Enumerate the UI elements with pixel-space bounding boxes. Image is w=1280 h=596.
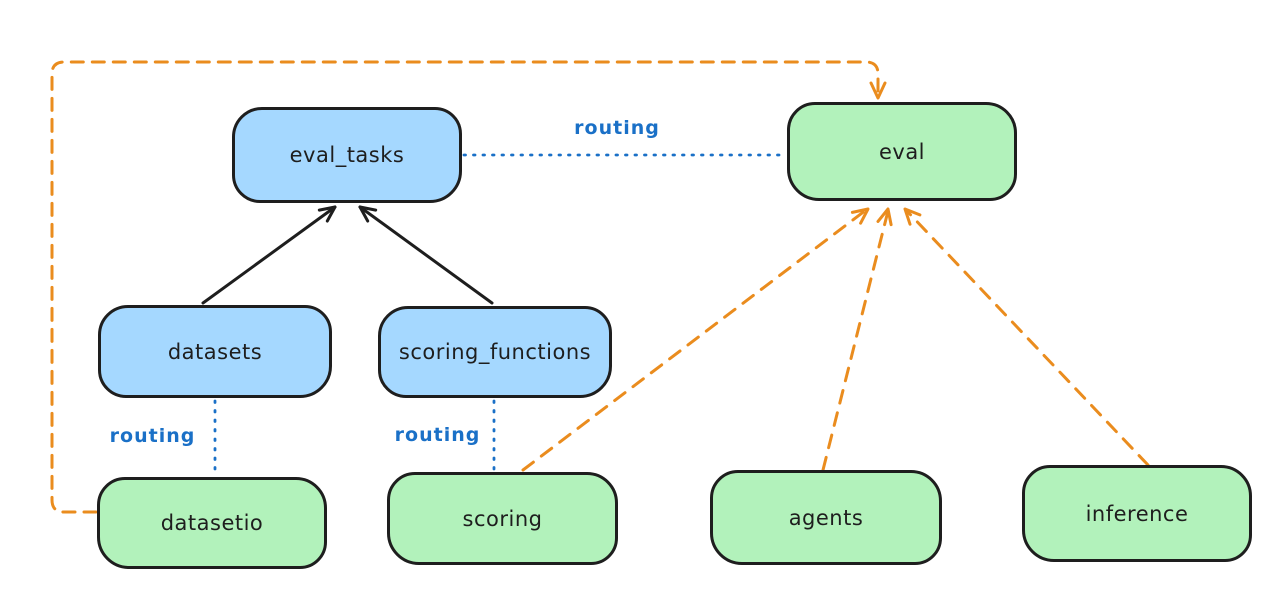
- node-agents-label: agents: [788, 505, 864, 530]
- node-datasetio: datasetio: [97, 477, 327, 569]
- edge-label-routing-scoring-functions-scoring: routing: [394, 424, 481, 446]
- edge-label-routing-eval-tasks-eval: routing: [574, 117, 660, 139]
- edge-label-routing-datasets-datasetio: routing: [109, 425, 196, 447]
- node-scoring-functions: scoring_functions: [378, 306, 612, 398]
- node-eval-tasks-label: eval_tasks: [289, 143, 405, 167]
- node-scoring-label: scoring: [462, 506, 543, 531]
- node-datasets-label: datasets: [167, 339, 263, 364]
- edge-agents-to-eval: [821, 207, 893, 472]
- node-eval: eval: [787, 102, 1017, 201]
- node-agents: agents: [710, 470, 942, 565]
- node-scoring-functions-label: scoring_functions: [398, 340, 592, 364]
- node-inference: inference: [1022, 465, 1252, 562]
- edge-inference-to-eval: [903, 207, 1150, 467]
- node-eval-tasks: eval_tasks: [232, 107, 462, 203]
- node-inference-label: inference: [1085, 501, 1189, 526]
- edge-datasets-to-eval-tasks: [201, 205, 337, 305]
- node-datasetio-label: datasetio: [160, 511, 264, 535]
- node-eval-label: eval: [878, 139, 926, 164]
- edge-scoring-functions-to-eval-tasks: [358, 205, 494, 305]
- node-datasets: datasets: [98, 305, 332, 398]
- node-scoring: scoring: [387, 472, 618, 565]
